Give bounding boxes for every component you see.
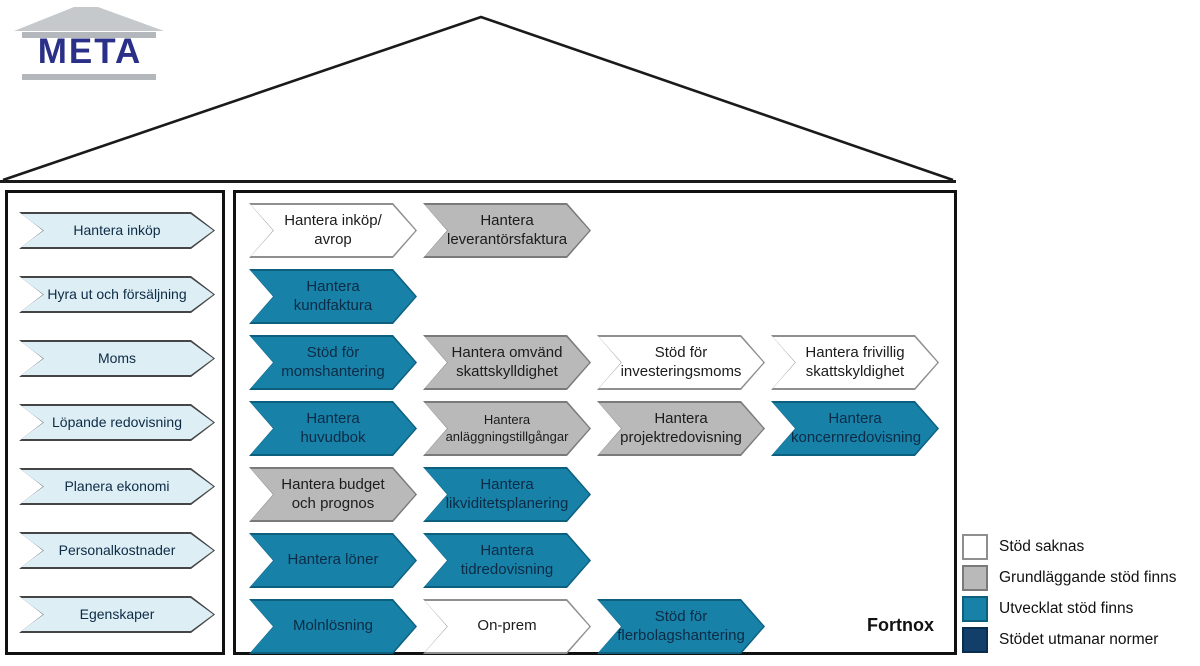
category-label: Moms: [97, 349, 137, 366]
capability-chevron: Stöd för momshantering: [249, 335, 417, 390]
legend-item: Utvecklat stöd finns: [962, 596, 1177, 622]
legend-label: Grundläggande stöd finns: [999, 569, 1177, 586]
capability-chevron: Molnlösning: [249, 599, 417, 654]
legend-item: Stödet utmanar normer: [962, 627, 1177, 653]
legend: Stöd saknas Grundläggande stöd finns Utv…: [962, 534, 1177, 653]
capability-row: Molnlösning On-prem Stöd för flerbolagsh…: [249, 599, 939, 654]
capability-chevron: Hantera anläggningstillgångar: [423, 401, 591, 456]
capability-chevron: Hantera leverantörsfaktura: [423, 203, 591, 258]
capability-row: Stöd för momshantering Hantera omvänd sk…: [249, 335, 939, 390]
capability-label: Hantera tidredovisning: [460, 541, 554, 578]
capability-chevron: Hantera kundfaktura: [249, 269, 417, 324]
capability-row: Hantera inköp/ avrop Hantera leverantörs…: [249, 203, 939, 258]
logo-bar-bottom: [22, 74, 156, 80]
capability-row: Hantera budget och prognos Hantera likvi…: [249, 467, 939, 522]
capability-label: Hantera frivillig skattskyldighet: [805, 343, 905, 380]
capability-chevron: Hantera huvudbok: [249, 401, 417, 456]
category-chevron-personalkostnader: Personalkostnader: [19, 532, 215, 569]
legend-label: Stöd saknas: [999, 538, 1085, 555]
category-chevron-lopande-redovisning: Löpande redovisning: [19, 404, 215, 441]
capability-chevron: Hantera projektredovisning: [597, 401, 765, 456]
legend-swatch-developed: [962, 596, 988, 622]
capability-label: Hantera inköp/ avrop: [284, 211, 382, 248]
capability-label: Hantera likviditetsplanering: [445, 475, 569, 512]
meta-logo-text: META: [37, 32, 143, 71]
legend-label: Utvecklat stöd finns: [999, 600, 1134, 617]
capability-chevron: Stöd för flerbolagshantering: [597, 599, 765, 654]
category-chevron-hyra-ut: Hyra ut och försäljning: [19, 276, 215, 313]
capability-chevron: Hantera budget och prognos: [249, 467, 417, 522]
category-label: Planera ekonomi: [64, 477, 170, 494]
legend-swatch-none: [962, 534, 988, 560]
capability-chevron: Stöd för investeringsmoms: [597, 335, 765, 390]
legend-swatch-basic: [962, 565, 988, 591]
capability-chevron: On-prem: [423, 599, 591, 654]
brand-label: Fortnox: [867, 615, 934, 635]
category-label: Personalkostnader: [58, 541, 176, 558]
capability-chevron: Hantera frivillig skattskyldighet: [771, 335, 939, 390]
capability-rows: Hantera inköp/ avrop Hantera leverantörs…: [249, 203, 939, 654]
capability-label: Hantera huvudbok: [300, 409, 366, 446]
category-list: Hantera inköp Hyra ut och försäljning Mo…: [19, 212, 215, 633]
capability-label: Hantera omvänd skattskylldighet: [451, 343, 563, 380]
legend-swatch-challenging: [962, 627, 988, 653]
category-chevron-hantera-inkop: Hantera inköp: [19, 212, 215, 249]
capability-label: Hantera löner: [287, 551, 379, 569]
category-chevron-egenskaper: Egenskaper: [19, 596, 215, 633]
capability-label: Stöd för investeringsmoms: [620, 343, 742, 380]
capability-chevron: Hantera inköp/ avrop: [249, 203, 417, 258]
capability-label: Molnlösning: [292, 617, 374, 635]
category-panel: Hantera inköp Hyra ut och försäljning Mo…: [5, 190, 225, 655]
category-chevron-moms: Moms: [19, 340, 215, 377]
category-label: Hantera inköp: [73, 221, 161, 238]
capability-chevron: Hantera löner: [249, 533, 417, 588]
capability-label: On-prem: [477, 617, 537, 635]
category-label: Löpande redovisning: [52, 413, 182, 430]
logo-roof-icon: [14, 7, 164, 31]
capability-label: Hantera koncernredovisning: [791, 409, 922, 446]
house-roof-outline: [0, 15, 956, 183]
capability-row: Hantera kundfaktura: [249, 269, 939, 324]
capability-chevron: Hantera koncernredovisning: [771, 401, 939, 456]
capability-label: Hantera kundfaktura: [293, 277, 373, 314]
category-label: Hyra ut och försäljning: [47, 285, 187, 302]
capability-chevron: Hantera omvänd skattskylldighet: [423, 335, 591, 390]
category-chevron-planera-ekonomi: Planera ekonomi: [19, 468, 215, 505]
capability-label: Hantera budget och prognos: [281, 475, 385, 512]
capability-label: Stöd för momshantering: [281, 343, 385, 380]
meta-logo: META: [8, 3, 166, 83]
legend-item: Grundläggande stöd finns: [962, 565, 1177, 591]
capability-row: Hantera huvudbok Hantera anläggningstill…: [249, 401, 939, 456]
capability-chevron: Hantera likviditetsplanering: [423, 467, 591, 522]
capability-label: Hantera projektredovisning: [620, 409, 742, 446]
capability-panel: Hantera inköp/ avrop Hantera leverantörs…: [233, 190, 957, 655]
capability-label: Hantera leverantörsfaktura: [446, 211, 568, 248]
category-label: Egenskaper: [79, 605, 155, 622]
capability-row: Hantera löner Hantera tidredovisning: [249, 533, 939, 588]
logo-bar-top: [22, 32, 156, 38]
legend-item: Stöd saknas: [962, 534, 1177, 560]
capability-label: Hantera anläggningstillgångar: [445, 412, 569, 444]
capability-chevron: Hantera tidredovisning: [423, 533, 591, 588]
capability-label: Stöd för flerbolagshantering: [617, 607, 745, 644]
legend-label: Stödet utmanar normer: [999, 631, 1159, 648]
